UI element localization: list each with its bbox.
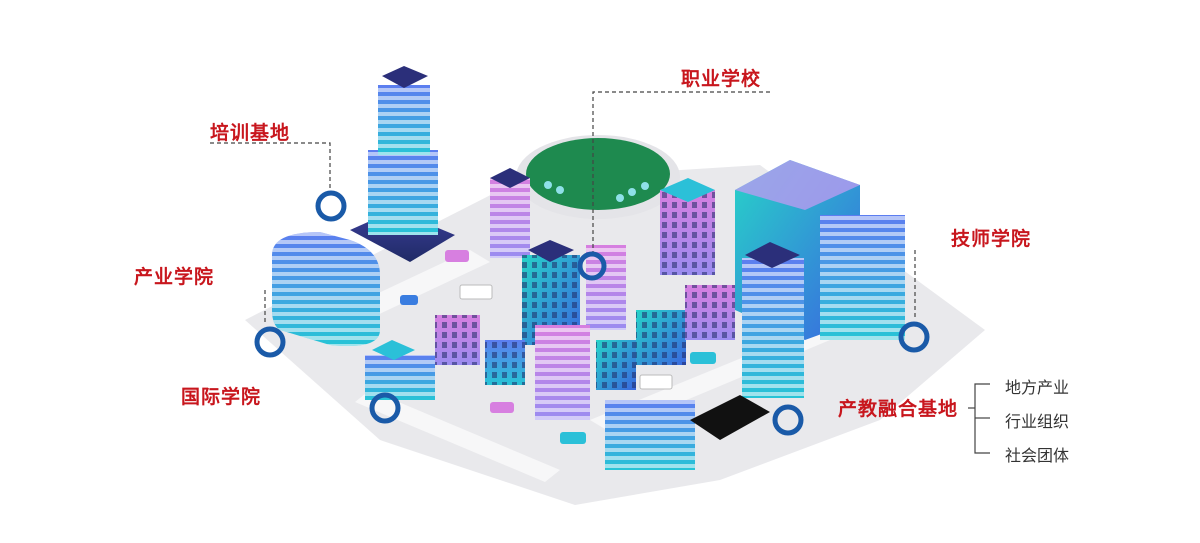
sub-item-social-group: 社会团体 [1005,446,1070,465]
building-grid [660,178,715,275]
label-industry-college: 产业学院 [134,266,215,288]
truck-icon [459,284,673,390]
tree-icon [544,181,649,202]
label-industry-education-base: 产教融合基地 [838,398,959,420]
green-park-lawn [526,138,670,210]
plaza-dark [690,395,770,440]
label-vocational-school: 职业学校 [681,68,762,90]
building-international [365,340,435,400]
building-center [522,240,626,345]
bracket-line [968,383,990,454]
leader-lines [210,91,916,325]
tower-striped [742,242,804,398]
label-technician-college: 技师学院 [951,228,1032,250]
label-training-base: 培训基地 [210,122,291,144]
sub-item-local-industry: 地方产业 [1005,378,1070,397]
building-industry [272,232,380,346]
tower-pink [490,168,530,258]
road [355,390,560,482]
tower-training [350,66,455,262]
building-front [605,400,695,470]
label-international-college: 国际学院 [181,386,262,408]
marker-circles [254,190,930,436]
car-icon [400,250,716,444]
building-blocks [435,285,735,420]
sub-item-industry-org: 行业组织 [1005,412,1070,431]
